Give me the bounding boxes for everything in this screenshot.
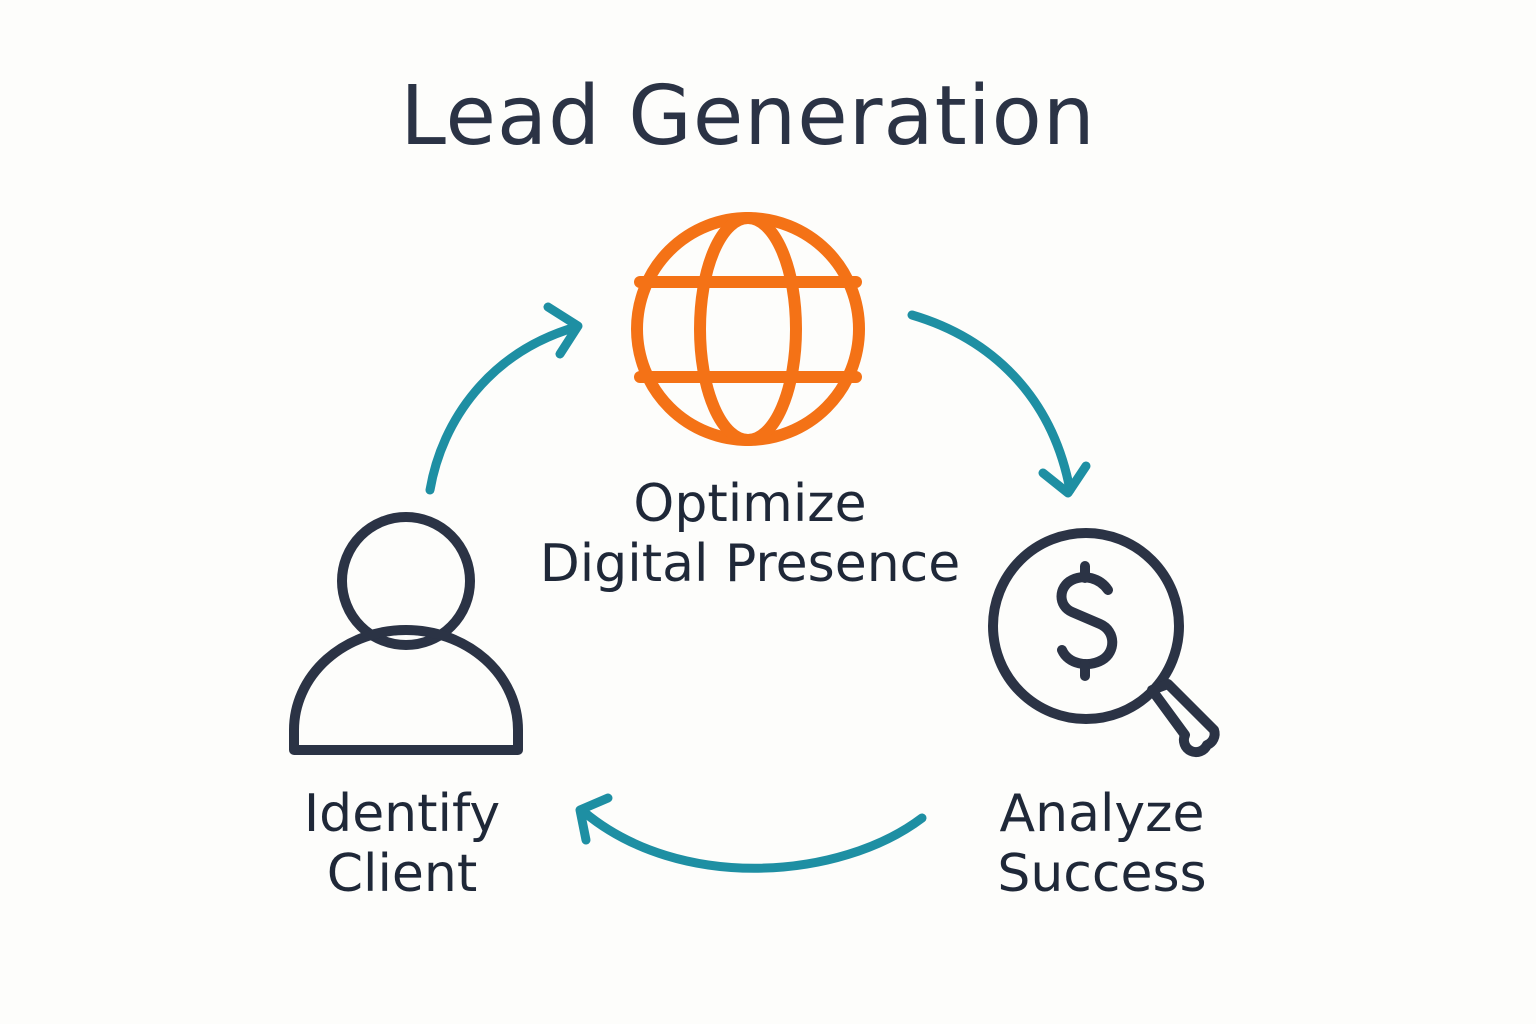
step-label-line: Identify	[303, 784, 501, 844]
step-label-line: Analyze	[999, 784, 1205, 844]
step-label-line: Client	[326, 844, 478, 904]
person-icon	[289, 512, 523, 755]
step-label-line: Success	[997, 844, 1207, 904]
step-label-line: Digital Presence	[539, 534, 961, 594]
step-label-optimize: Optimize Digital Presence	[500, 474, 1000, 594]
diagram-title: Lead Generation	[400, 69, 1096, 164]
globe-icon	[631, 212, 865, 446]
dollar-magnifier-icon	[988, 528, 1220, 758]
cycle-arrow-optimize-to-analyze	[907, 310, 1091, 498]
step-label-analyze: Analyze Success	[900, 784, 1304, 904]
cycle-arrow-analyze-to-identify	[575, 793, 927, 873]
step-label-line: Optimize	[633, 474, 867, 534]
step-label-identify: Identify Client	[200, 784, 604, 904]
cycle-arrow-identify-to-optimize	[425, 302, 583, 495]
